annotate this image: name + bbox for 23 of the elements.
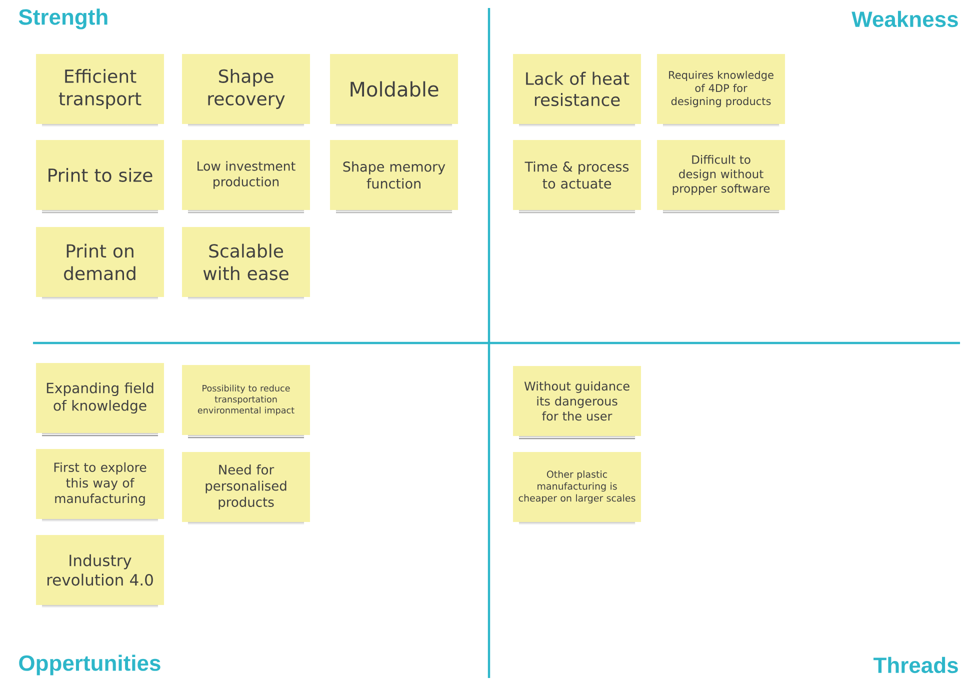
sticky-note: Difficult to design without propper software xyxy=(657,140,785,213)
sticky-note: Print on demand xyxy=(36,227,164,300)
sticky-note: Low investment production xyxy=(182,140,310,213)
quadrant-heading: Threads xyxy=(873,656,958,674)
sticky-note: Time & process to actuate xyxy=(513,140,641,213)
sticky-note: Requires knowledge of 4DP for designing products xyxy=(657,54,785,127)
sticky-note: Print to size xyxy=(36,140,164,213)
sticky-note: Shape recovery xyxy=(182,54,310,127)
sticky-note: Lack of heat resistance xyxy=(513,54,641,127)
quadrant-heading: Weakness xyxy=(852,10,958,28)
sticky-note: Industry revolution 4.0 xyxy=(36,535,164,608)
sticky-note: Moldable xyxy=(330,54,458,127)
sticky-note: Possibility to reduce transportation environmental impact xyxy=(182,365,310,438)
sticky-note: Expanding field of knowledge xyxy=(36,363,164,436)
sticky-note: Need for personalised products xyxy=(182,452,310,525)
sticky-note: Other plastic manufacturing is cheaper on larger scales xyxy=(513,452,641,525)
sticky-note: Scalable with ease xyxy=(182,227,310,300)
quadrant-heading: Oppertunities xyxy=(19,654,160,676)
sticky-note: Without guidance its dangerous for the user xyxy=(513,366,641,439)
sticky-note: First to explore this way of manufacturing xyxy=(36,449,164,522)
quadrant-heading: Strength xyxy=(18,8,108,30)
sticky-note: Shape memory function xyxy=(330,140,458,213)
sticky-note: Efficient transport xyxy=(36,54,164,127)
